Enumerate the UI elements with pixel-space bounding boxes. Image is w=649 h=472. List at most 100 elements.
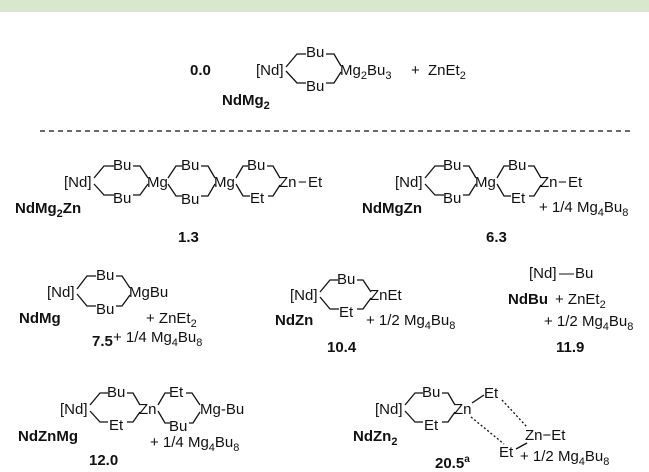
species-name: NdZnMg	[18, 428, 78, 445]
plus-sign: +	[411, 62, 420, 79]
bridge-bond	[285, 70, 306, 84]
species-name: NdZn2	[353, 428, 397, 448]
species-name: NdMg2	[222, 92, 270, 112]
bridge-bond	[496, 183, 511, 197]
bridge-bond	[442, 411, 456, 423]
nd-label: [Nd]	[375, 401, 403, 418]
nd-label: [Nd]	[290, 287, 318, 304]
species-name: NdMg2Zn	[15, 200, 81, 220]
species-ndmg2zn: [Nd] Bu Bu Mg Bu Bu Mg Bu Et Zn − Et NdM…	[15, 157, 323, 246]
bridge-bond	[127, 411, 141, 423]
nd-label: [Nd]	[47, 284, 75, 301]
bridge-bond	[285, 53, 306, 68]
ethyl-label: Et	[511, 190, 526, 207]
metal-zn: Zn	[139, 401, 157, 418]
bridge-bond	[404, 410, 423, 423]
species-ndmg: [Nd] Bu Bu MgBu NdMg + ZnEt2 7.5 + 1/4 M…	[19, 267, 202, 350]
bridge-bond	[157, 410, 170, 424]
ethyl-label: Et	[169, 384, 184, 401]
ethyl-label: Et	[484, 385, 499, 402]
butyl-label: Bu	[107, 384, 125, 401]
bridge-bond	[167, 183, 182, 197]
butyl-label: Bu	[422, 384, 440, 401]
coproduct: + 1/4 Mg4Bu8	[150, 434, 239, 454]
butyl-label: Bu	[113, 190, 131, 207]
species-ndzn: [Nd] Bu Et ZnEt NdZn + 1/2 Mg4Bu8 10.4	[275, 271, 455, 356]
ethyl-label: Et	[499, 444, 514, 461]
species-name: NdZn	[275, 312, 313, 329]
bridge-bond	[186, 392, 201, 406]
bridge-bond	[76, 293, 96, 307]
coproduct: + ZnEt2	[555, 291, 606, 311]
species-ndmgzn: [Nd] Bu Bu Mg Bu Et Zn − Et NdMgZn + 1/4…	[362, 157, 628, 246]
metal-zn: Zn	[540, 174, 558, 191]
nd-label: [Nd]	[60, 401, 88, 418]
bridge-bond	[326, 53, 342, 67]
butyl-label: Bu	[113, 157, 131, 174]
butyl-label: Bu	[306, 44, 324, 61]
metal-mg: Mg	[214, 174, 235, 191]
ethyl-label: Et	[424, 417, 439, 434]
bridge-bond	[529, 184, 542, 197]
nd-label: [Nd]	[256, 62, 284, 79]
butyl-label: Bu	[96, 301, 114, 318]
bond-dash: —	[559, 265, 574, 282]
bridge-bond	[189, 411, 201, 424]
bond-dash: −	[558, 174, 567, 191]
metal-fragment: ZnEt	[370, 287, 403, 304]
bond-dash: −	[298, 174, 307, 191]
butyl-label: Bu	[306, 78, 324, 95]
metal-mg: Mg	[147, 174, 168, 191]
energy-value: 10.4	[327, 339, 357, 356]
metal-zn: Zn−Et	[525, 427, 566, 444]
bridge-bond	[116, 275, 131, 289]
ethyl-label: Et	[250, 190, 265, 207]
butyl-label: Bu	[508, 157, 526, 174]
bridge-bond	[167, 165, 182, 179]
bridge-bond	[201, 165, 216, 179]
butyl-label: Bu	[337, 271, 355, 288]
energy-value: 11.9	[556, 339, 584, 356]
bridge-bond	[268, 184, 281, 197]
bridge-bond	[267, 165, 281, 179]
ethyl-label: Et	[109, 417, 124, 434]
bridge-bond	[235, 165, 248, 179]
species-name: NdMg	[19, 310, 61, 327]
coproduct: + 1/4 Mg4Bu8	[113, 329, 202, 349]
energy-value: 20.5a	[435, 454, 470, 472]
ethyl-label: Et	[568, 174, 583, 191]
bridge-bond	[116, 294, 131, 307]
reagent-formula: ZnEt2	[428, 62, 466, 82]
bridge-bond	[93, 183, 114, 196]
agostic-interaction	[501, 399, 528, 428]
butyl-label: Bu	[575, 265, 593, 282]
butyl-label: Bu	[443, 190, 461, 207]
bridge-bond	[442, 392, 456, 406]
bridge-bond	[463, 165, 477, 179]
bridge-bond	[424, 165, 444, 179]
bridge-bond	[157, 392, 170, 406]
bridge-bond	[93, 165, 114, 179]
metal-zn: Zn	[454, 401, 472, 418]
bridge-bond	[133, 183, 149, 196]
butyl-label: Bu	[169, 418, 187, 435]
species-ndmg2: 0.0 [Nd] Bu Bu Mg2Bu3 + ZnEt2 NdMg2	[190, 44, 466, 112]
butyl-label: Bu	[96, 267, 114, 284]
species-ndzn2: [Nd] Bu Et Zn Et Zn−Et Et + 1/2 Mg4Bu8 N…	[353, 384, 609, 472]
bridge-bond	[357, 279, 372, 293]
nd-label: [Nd]	[395, 174, 423, 191]
bridge-bond	[424, 183, 444, 196]
bridge-bond	[326, 71, 342, 84]
butyl-label: Bu	[247, 157, 265, 174]
energy-value: 7.5	[92, 333, 113, 350]
metal-fragment: Mg2Bu3	[340, 62, 391, 82]
nd-label: [Nd]	[64, 174, 92, 191]
ethyl-label: Et	[308, 174, 323, 191]
species-name: NdMgZn	[362, 200, 422, 217]
bridge-bond	[319, 279, 338, 293]
energy-value: 12.0	[89, 452, 118, 469]
nd-label: [Nd]	[529, 265, 557, 282]
species-name: NdBu	[508, 291, 548, 308]
energy-value: 6.3	[486, 229, 507, 246]
